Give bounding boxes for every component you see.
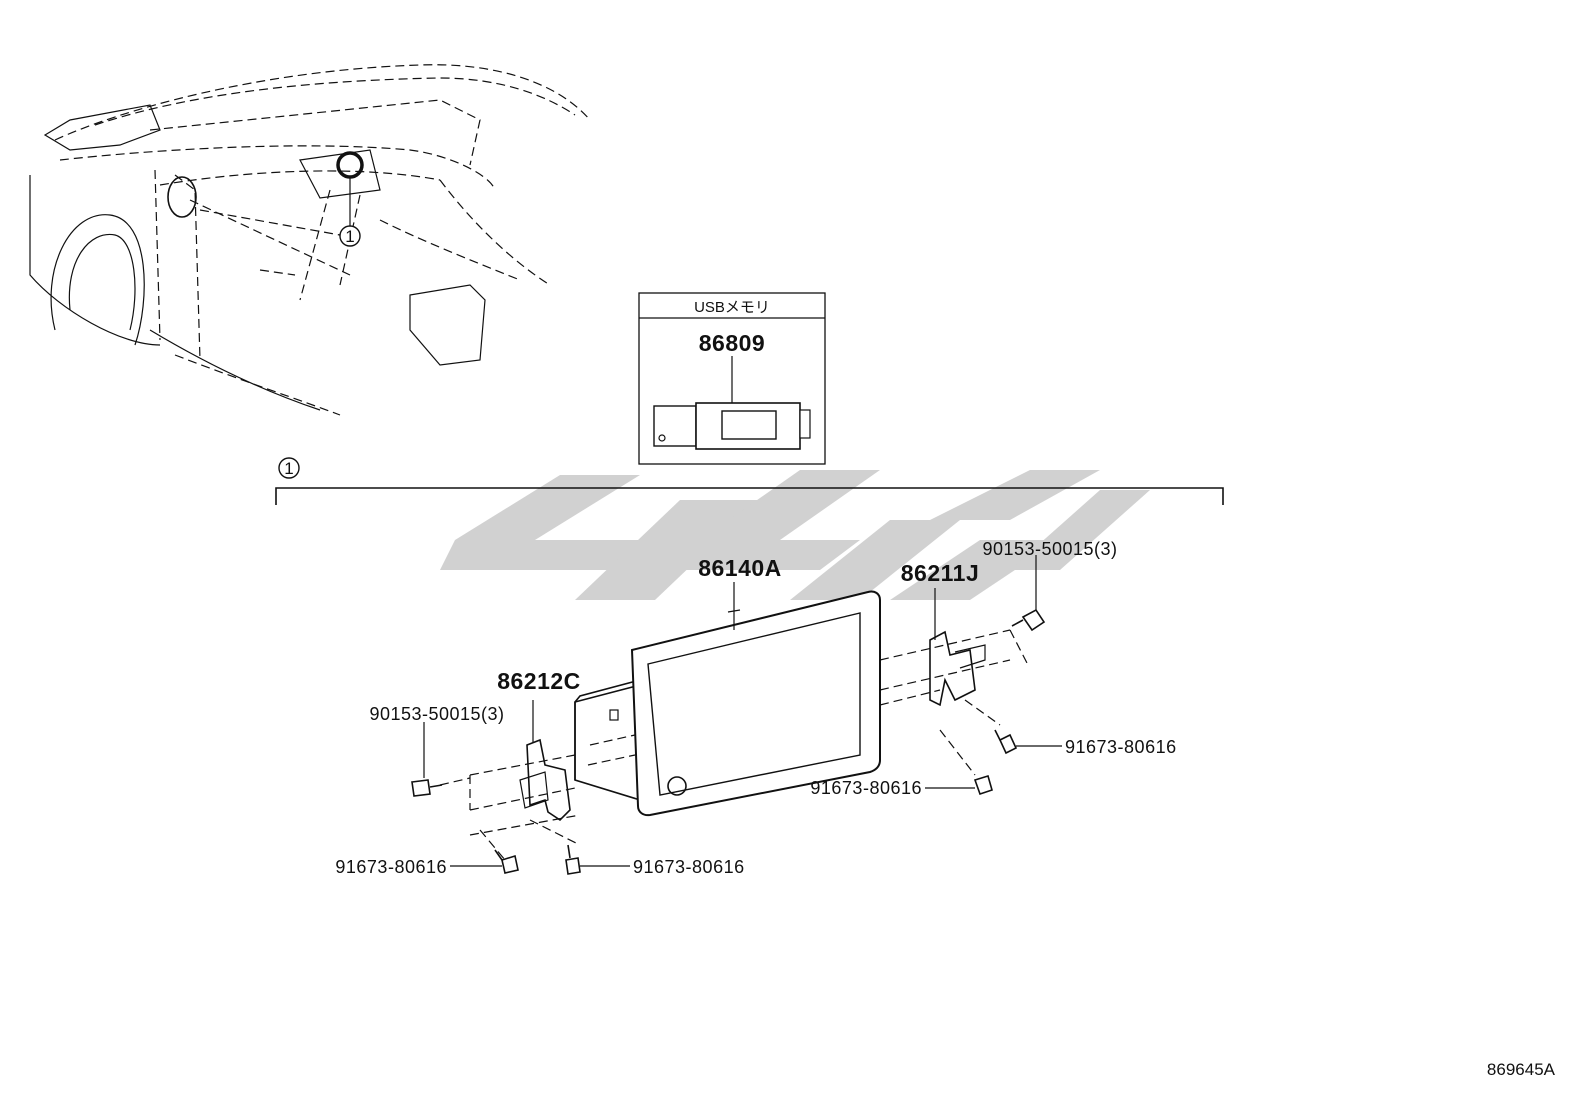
part-label-bolt-left-bottom: 91673-80616 (633, 857, 745, 877)
vehicle-interior-illustration: 1 (29, 64, 591, 416)
assembly-bracket: 1 (275, 457, 1224, 505)
part-label-screw-right-top: 90153-50015(3) (982, 539, 1117, 559)
usb-part-number: 86809 (699, 330, 765, 356)
watermark-logo (440, 470, 1150, 600)
part-label-bolt-right-mid: 91673-80616 (810, 778, 922, 798)
part-label-display-unit: 86140A (698, 555, 782, 581)
part-label-bracket-right: 86211J (901, 560, 979, 586)
display-unit-drawing (574, 582, 881, 817)
figure-code: 869645A (1487, 1060, 1556, 1079)
callout-number-top: 1 (345, 227, 354, 246)
usb-memory-box: USBメモリ 86809 (638, 292, 826, 465)
usb-stick-icon (653, 402, 811, 450)
callout-number-assembly: 1 (284, 459, 293, 478)
part-label-bracket-left: 86212C (497, 668, 581, 694)
right-bracket-drawing (879, 588, 1029, 776)
part-label-bolt-right-lower: 91673-80616 (1065, 737, 1177, 757)
usb-box-title: USBメモリ (694, 299, 770, 316)
left-bracket-drawing (439, 700, 581, 861)
screw-icon (411, 555, 1062, 875)
part-label-screw-left-top: 90153-50015(3) (369, 704, 504, 724)
part-label-bolt-left-lower: 91673-80616 (335, 857, 447, 877)
